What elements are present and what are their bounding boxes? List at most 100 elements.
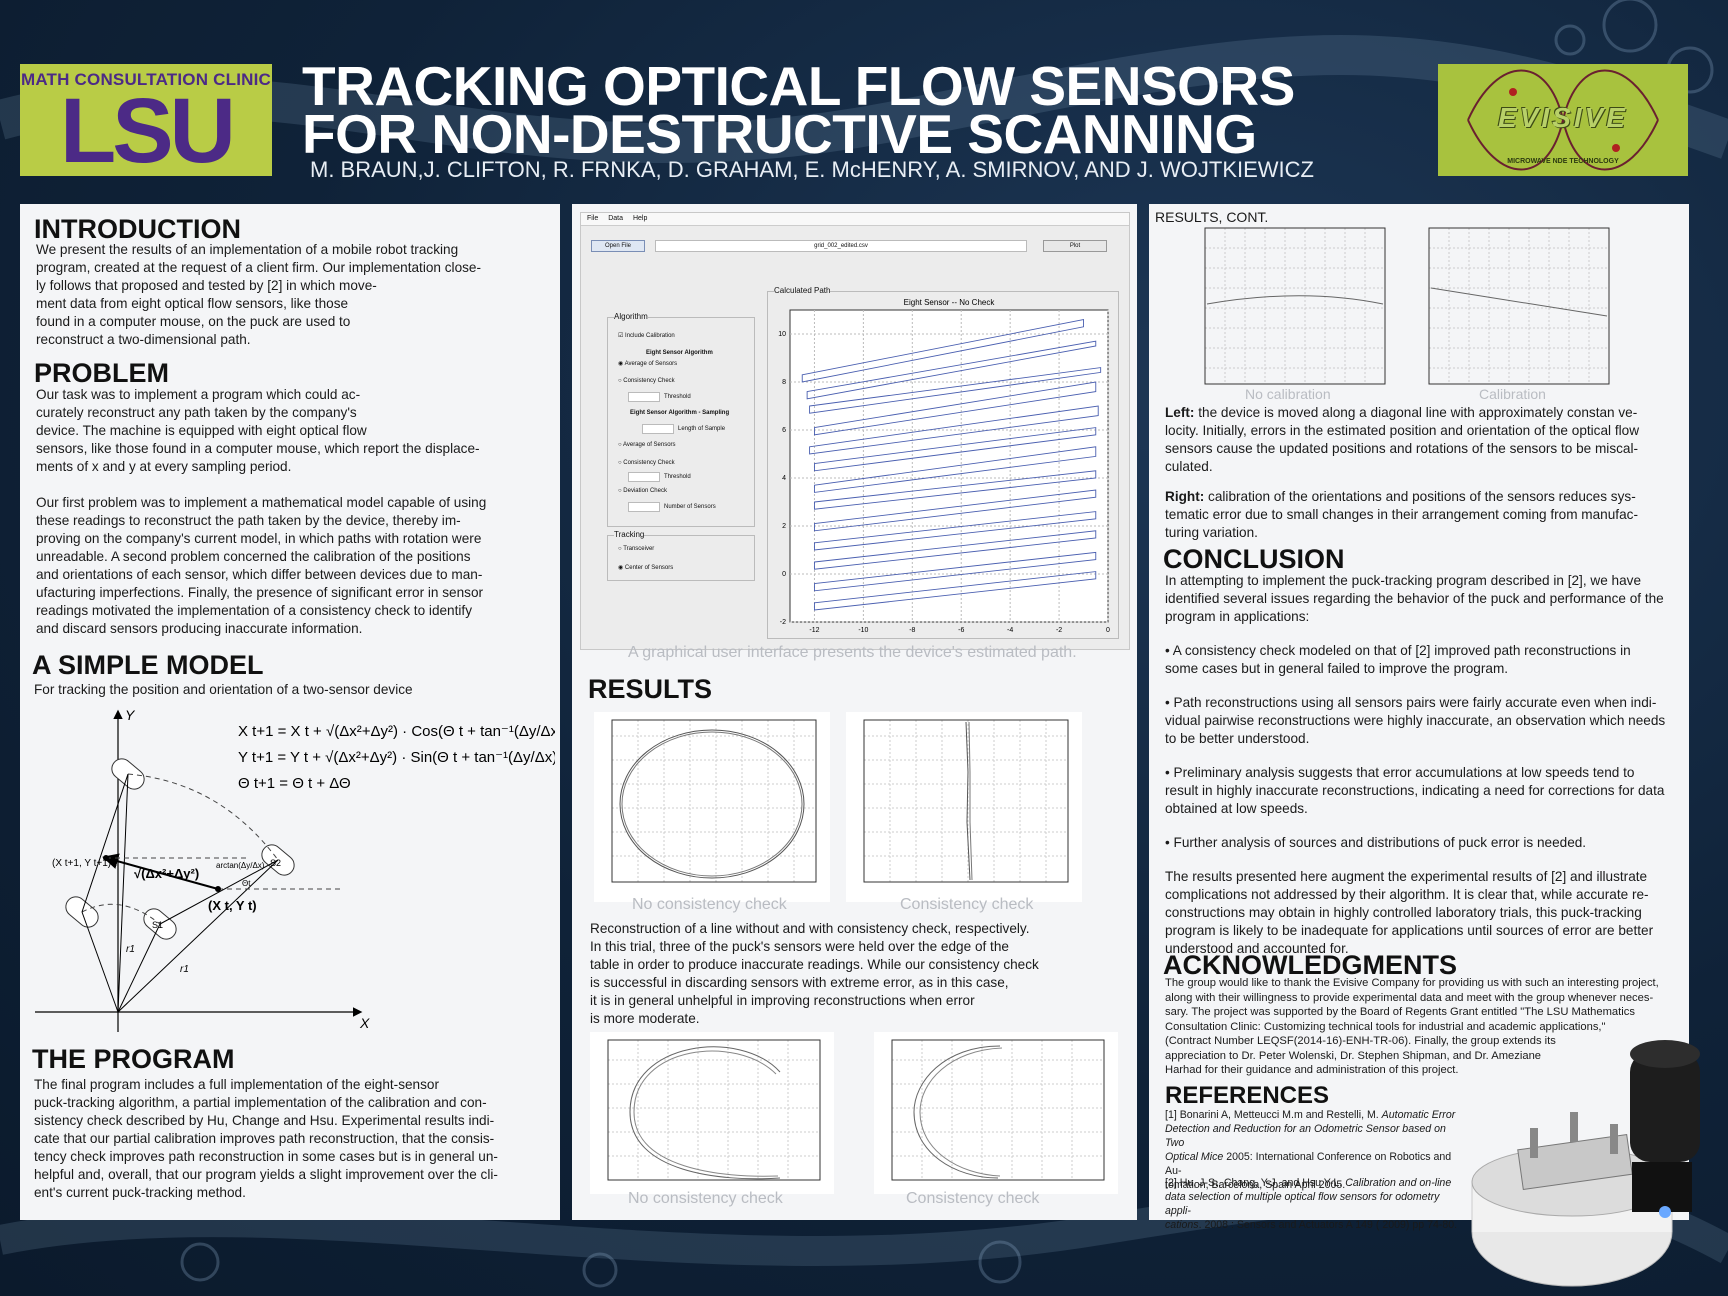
theta-label: Θt (242, 879, 251, 888)
y-tick-label: -2 (780, 619, 786, 626)
path-loop (814, 530, 1097, 570)
result-plot-no-check-svg (611, 719, 817, 883)
y-tick-label: 10 (778, 331, 786, 338)
ack-text: The group would like to thank the Evisiv… (1165, 977, 1659, 1076)
include-calibration-checkbox[interactable]: ☑ Include Calibration (618, 333, 675, 339)
center-sensors-radio[interactable]: ◉ Center of Sensors (618, 565, 674, 571)
results-cont-heading: RESULTS, CONT. (1155, 209, 1269, 225)
evisive-tagline: MICROWAVE NDE TECHNOLOGY (1507, 158, 1619, 165)
sine-wave-icon (1467, 69, 1659, 171)
puck-device-image (1471, 1040, 1700, 1287)
model-heading: A SIMPLE MODEL (32, 650, 264, 680)
x-tick-label: 0 (1106, 627, 1110, 634)
sensor-s1-label: S1 (152, 920, 163, 930)
radius-r2-label: r1 (180, 964, 189, 975)
lsu-logo: MATH CONSULTATION CLINIC LSU (20, 64, 272, 182)
menu-file[interactable]: File (587, 215, 599, 222)
equation-x: X t+1 = X t + √(Δx²+Δy²) · Cos(Θ t + tan… (238, 723, 555, 740)
program-text: The final program includes a full implem… (34, 1077, 498, 1200)
middle-column: File Data Help Open File grid_002_edited… (572, 204, 1137, 1220)
consistency-check-radio-2[interactable]: ○ Consistency Check (618, 460, 675, 466)
author-list: M. BRAUN,J. CLIFTON, R. FRNKA, D. GRAHAM… (310, 157, 1314, 182)
transceiver-radio[interactable]: ○ Transceiver (618, 546, 655, 552)
threshold-input[interactable] (628, 392, 660, 402)
y-tick-label: 8 (782, 379, 786, 386)
equation-y: Y t+1 = Y t + √(Δx²+Δy²) · Sin(Θ t + tan… (238, 749, 555, 766)
x-tick-label: -2 (1056, 627, 1062, 634)
path-loop (809, 405, 1099, 455)
sampling-label: Eight Sensor Algorithm - Sampling (630, 410, 730, 416)
length-sample-input[interactable] (642, 424, 674, 434)
consistency-check-radio[interactable]: ○ Consistency Check (618, 378, 675, 384)
menu-data[interactable]: Data (608, 215, 624, 222)
calculated-path-title: Calculated Path (774, 286, 831, 295)
x-tick-label: -10 (858, 627, 868, 634)
plot-button[interactable]: Plot (1043, 240, 1107, 252)
tracking-group-title: Tracking (614, 530, 645, 539)
poster-title-line-2: FOR NON-DESTRUCTIVE SCANNING (302, 103, 1257, 165)
cap-no-calibration: No calibration (1245, 386, 1331, 402)
y-tick-label: 4 (782, 475, 786, 482)
evisive-wordmark: EVISIVE (1498, 102, 1628, 133)
path-loop (806, 340, 1097, 400)
result-plot-curve-check-svg (891, 1039, 1105, 1181)
equation-theta: Θ t+1 = Θ t + ΔΘ (238, 775, 351, 792)
program-heading: THE PROGRAM (32, 1044, 235, 1074)
radius-r1-label: r1 (126, 944, 135, 955)
lsu-logo-top-text: MATH CONSULTATION CLINIC (20, 70, 271, 89)
results-cont-right-text: Right: calibration of the orientations a… (1165, 489, 1638, 540)
num-sensors-label: Number of Sensors (664, 504, 716, 510)
file-name-field[interactable]: grid_002_edited.csv (655, 240, 1027, 252)
open-file-button[interactable]: Open File (591, 240, 645, 252)
plot-calibration-svg (1428, 227, 1610, 385)
result-plot-curve-no-check (590, 1032, 834, 1194)
conclusion-text: In attempting to implement the puck-trac… (1165, 573, 1666, 956)
x-tick-label: -12 (809, 627, 819, 634)
path-loop (814, 427, 1097, 472)
cap-calibration: Calibration (1479, 386, 1546, 402)
menu-help[interactable]: Help (632, 215, 648, 222)
gui-menubar: File Data Help (581, 213, 1129, 226)
y-tick-label: 0 (782, 571, 786, 578)
result-cap-check: Consistency check (900, 896, 1034, 913)
x-tick-label: -6 (958, 627, 964, 634)
avg-sensors-radio[interactable]: ◉ Average of Sensors (618, 361, 678, 367)
result-cap-curve-no-check: No consistency check (628, 1190, 783, 1207)
ack-heading: ACKNOWLEDGMENTS (1163, 950, 1457, 980)
result-plot-check-svg (863, 719, 1069, 883)
chart-title: Eight Sensor -- No Check (904, 298, 996, 307)
refs-heading: REFERENCES (1165, 1082, 1330, 1109)
plot-no-calibration-svg (1204, 227, 1386, 385)
path-loop (814, 446, 1097, 493)
result-cap-no-check: No consistency check (632, 896, 787, 913)
result-plot-curve-no-check-svg (607, 1039, 821, 1181)
plot-calibration (1409, 224, 1617, 404)
results-cont-left-text: Left: the device is moved along a diagon… (1165, 405, 1640, 474)
num-sensors-input[interactable] (628, 502, 660, 512)
path-loop (814, 381, 1097, 436)
model-subtitle: For tracking the position and orientatio… (34, 682, 413, 697)
conclusion-heading: CONCLUSION (1163, 544, 1345, 574)
path-loop (814, 551, 1097, 592)
avg-sensors-radio-2[interactable]: ○ Average of Sensors (618, 442, 676, 448)
results-heading: RESULTS (588, 674, 713, 704)
threshold-input-2[interactable] (628, 472, 660, 482)
lsu-logo-letters: LSU (60, 80, 236, 182)
tracking-group: Tracking ○ Transceiver ◉ Center of Senso… (607, 530, 755, 581)
result-plot-no-check (594, 712, 830, 902)
path-loop (814, 470, 1097, 510)
algorithm-group: Algorithm ☑ Include Calibration Eight Se… (607, 312, 755, 527)
left-column: INTRODUCTION We present the results of a… (20, 204, 560, 1220)
plot-no-calibration (1185, 224, 1393, 404)
path-loop (809, 367, 1102, 414)
poster-title-line-1: TRACKING OPTICAL FLOW SENSORS (302, 55, 1295, 117)
threshold-label-2: Threshold (664, 474, 691, 480)
path-loop (801, 319, 1084, 383)
eight-sensor-label: Eight Sensor Algorithm (646, 350, 713, 356)
right-column: RESULTS, CONT. No calibration Calibratio… (1149, 204, 1689, 1231)
reference-1: [1] Bonarini A, Metteucci M.m and Restel… (1165, 1109, 1456, 1191)
distance-label: √(Δx²+Δy²) (134, 866, 199, 881)
deviation-check-radio[interactable]: ○ Deviation Check (618, 488, 667, 494)
threshold-label: Threshold (664, 394, 691, 400)
